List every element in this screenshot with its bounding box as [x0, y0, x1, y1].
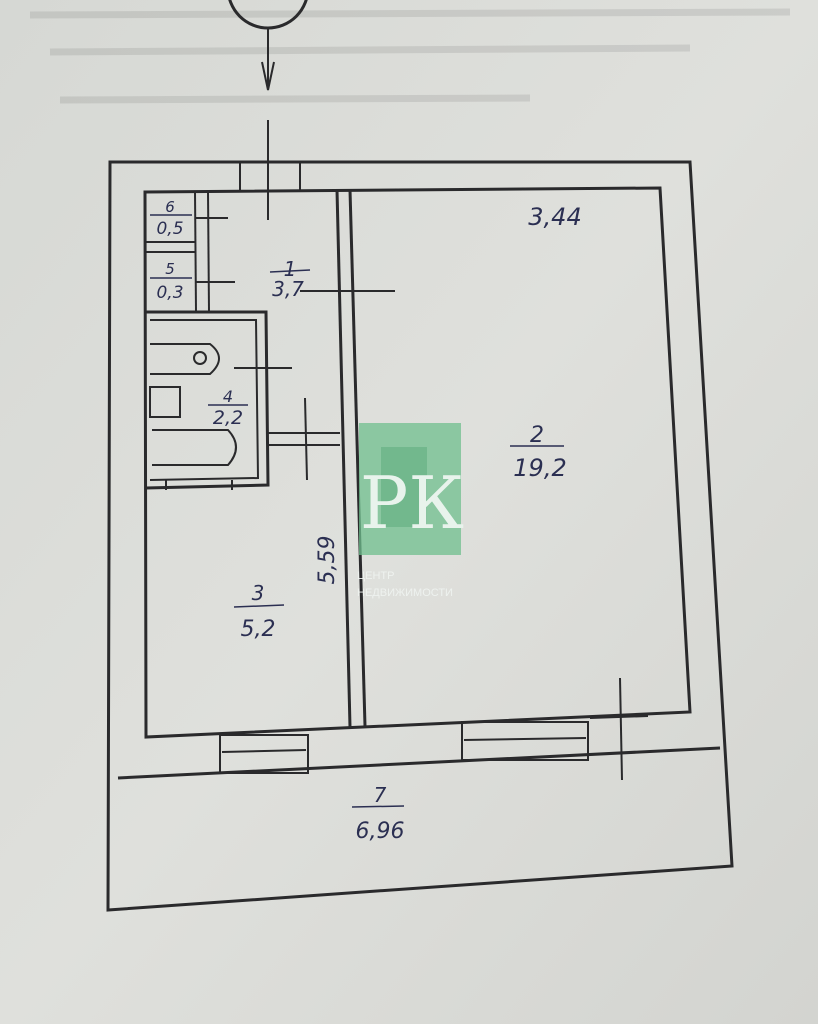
faded-header-text [29, 8, 791, 104]
svg-text:ЦЕНТР: ЦЕНТР [357, 570, 394, 582]
svg-text:2,2: 2,2 [213, 407, 243, 429]
svg-text:6: 6 [165, 198, 175, 216]
svg-text:РК: РК [360, 461, 464, 545]
svg-text:4: 4 [223, 387, 233, 406]
windows [219, 677, 649, 781]
svg-text:НЕДВИЖИМОСТИ: НЕДВИЖИМОСТИ [357, 587, 453, 599]
watermark-logo: РК ЦЕНТР НЕДВИЖИМОСТИ [357, 423, 464, 599]
svg-text:3,44: 3,44 [528, 203, 581, 231]
bathroom [145, 310, 340, 490]
partition-wall [300, 189, 395, 728]
svg-text:1: 1 [284, 257, 297, 281]
svg-text:0,5: 0,5 [156, 219, 183, 239]
entry-door [239, 162, 301, 192]
room-labels: 6 0,5 5 0,3 1 3,7 4 2,2 2 19,2 3 5,2 7 6… [150, 198, 567, 844]
svg-text:3: 3 [252, 581, 265, 605]
svg-text:3,7: 3,7 [272, 277, 304, 301]
bathtub-icon [152, 429, 237, 466]
toilet-icon [193, 351, 207, 365]
svg-text:6,96: 6,96 [356, 819, 405, 844]
svg-text:5: 5 [165, 260, 175, 278]
svg-text:19,2: 19,2 [513, 454, 566, 482]
entrance-arrow-icon [228, 0, 308, 220]
svg-text:7: 7 [374, 783, 387, 807]
closets [146, 191, 235, 313]
sink-icon [149, 386, 181, 418]
svg-text:2: 2 [530, 423, 544, 448]
outer-walls [106, 160, 734, 912]
svg-text:5,59: 5,59 [315, 536, 340, 585]
dimension-labels: 3,44 5,59 [315, 203, 582, 584]
svg-text:5,2: 5,2 [241, 617, 276, 642]
svg-text:0,3: 0,3 [156, 283, 183, 303]
